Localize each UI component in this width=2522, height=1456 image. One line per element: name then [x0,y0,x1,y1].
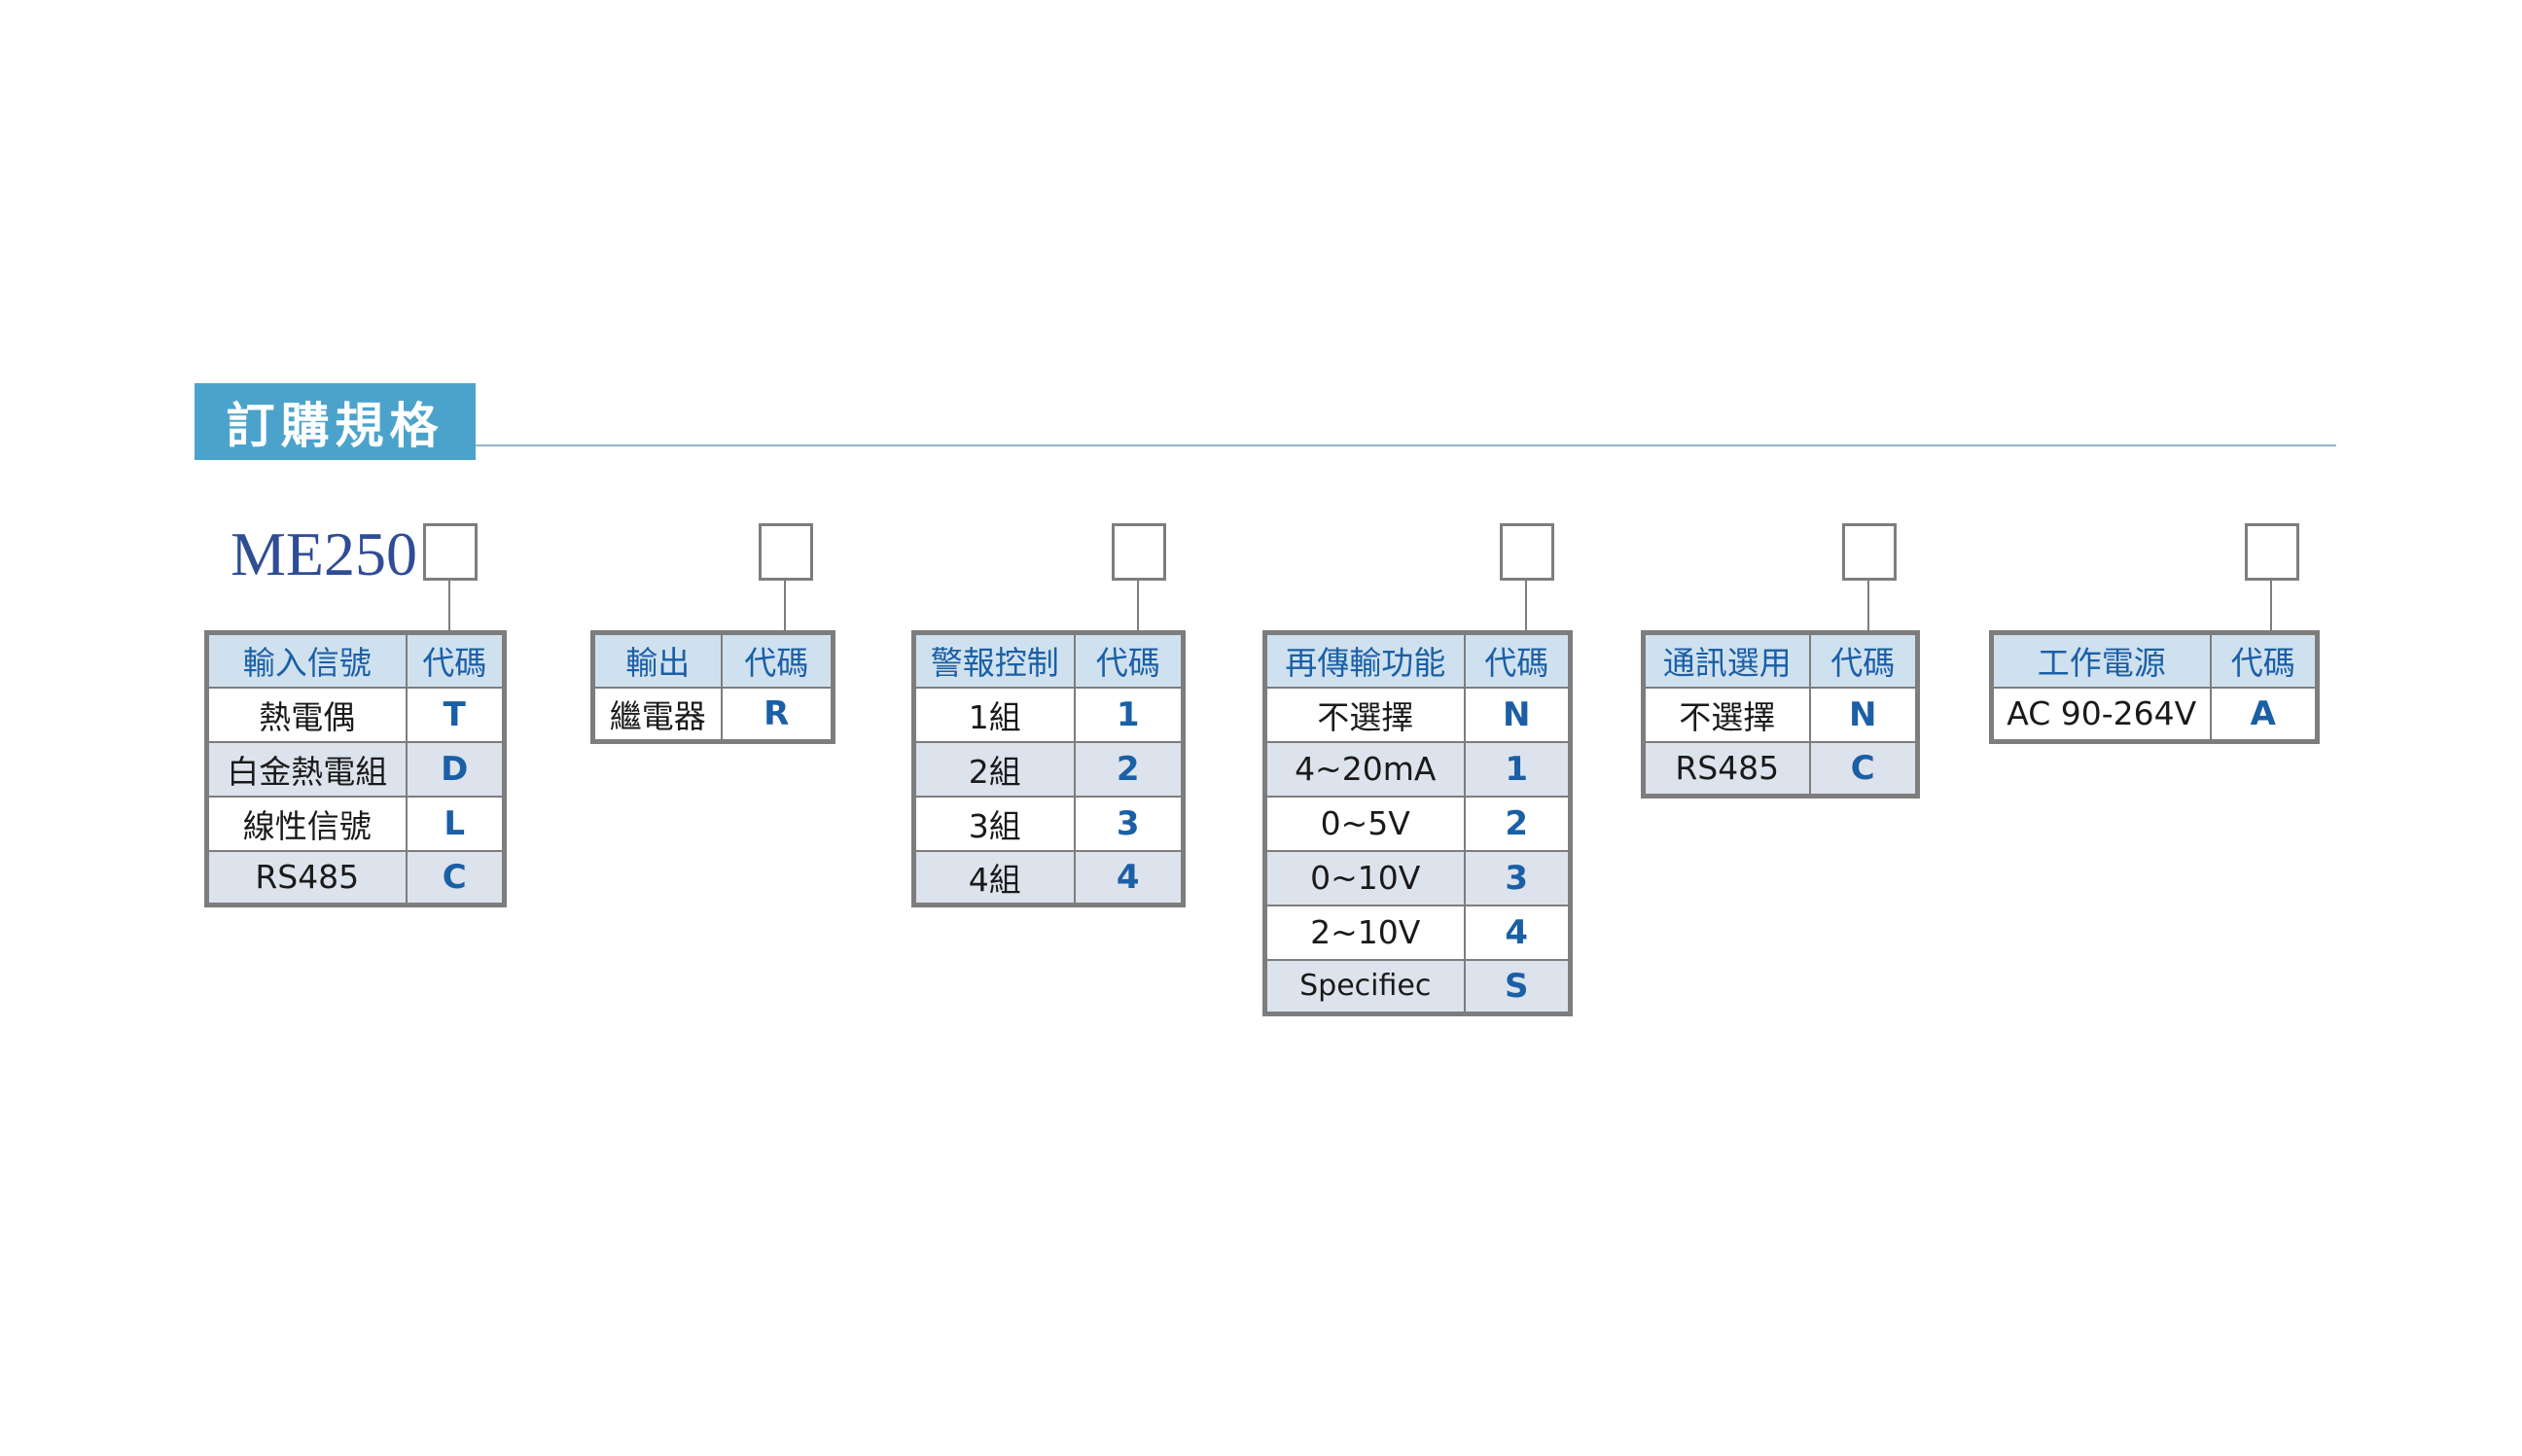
table-row: Specifiec S [1263,958,1572,1015]
table-row: 白金熱電組 D [205,740,506,798]
table-row: 不選擇 N [1263,686,1572,743]
option-label: 0~10V [1263,849,1466,906]
table-row: 0~5V 2 [1263,795,1572,852]
table-row: 不選擇 N [1642,686,1919,743]
option-code: R [720,686,835,743]
code-box-power [2245,523,2299,581]
connector-retransmission [1525,578,1527,630]
connector-communication [1867,578,1869,630]
table-row: RS485 C [205,849,506,906]
connector-input [448,578,450,630]
option-label: 3組 [912,795,1076,852]
header-output: 輸出 [591,631,723,689]
table-row: 4~20mA 1 [1263,740,1572,798]
table-retransmission: 再傳輸功能 代碼 不選擇 N 4~20mA 1 0~5V 2 0~10V 3 2… [1262,630,1573,1016]
option-code: 1 [1463,740,1572,798]
option-code: 4 [1073,849,1185,906]
table-row: 1組 1 [912,686,1185,743]
header-code: 代碼 [720,631,835,689]
option-code: 3 [1463,849,1572,906]
option-code: 1 [1073,686,1185,743]
header-code: 代碼 [1073,631,1185,689]
connector-power [2270,578,2272,630]
option-label: 不選擇 [1263,686,1466,743]
table-power-supply: 工作電源 代碼 AC 90-264V A [1989,630,2320,744]
option-code: 2 [1073,740,1185,798]
option-code: N [1808,686,1919,743]
option-code: 2 [1463,795,1572,852]
option-code: C [405,849,506,906]
table-row: 3組 3 [912,795,1185,852]
option-label: 1組 [912,686,1076,743]
option-label: 白金熱電組 [205,740,408,798]
option-label: 2組 [912,740,1076,798]
header-code: 代碼 [405,631,506,689]
header-power-supply: 工作電源 [1990,631,2212,689]
option-code: T [405,686,506,743]
option-label: 4組 [912,849,1076,906]
code-box-alarm [1112,523,1166,581]
code-box-input [423,523,478,581]
table-row: 0~10V 3 [1263,849,1572,906]
connector-output [784,578,786,630]
table-row: 繼電器 R [591,686,835,743]
table-row: AC 90-264V A [1990,686,2319,743]
option-label: Specifiec [1263,958,1466,1015]
code-box-output [759,523,813,581]
option-code: C [1808,740,1919,798]
option-label: 2~10V [1263,904,1466,961]
model-number: ME250 [231,519,417,588]
table-communication: 通訊選用 代碼 不選擇 N RS485 C [1641,630,1920,799]
header-retransmission: 再傳輸功能 [1263,631,1466,689]
option-code: 4 [1463,904,1572,961]
option-code: A [2209,686,2319,743]
option-label: 繼電器 [591,686,723,743]
section-heading: 訂購規格 [195,383,476,460]
option-label: 不選擇 [1642,686,1811,743]
header-code: 代碼 [2209,631,2319,689]
table-row: 4組 4 [912,849,1185,906]
option-label: AC 90-264V [1990,686,2212,743]
header-communication: 通訊選用 [1642,631,1811,689]
header-input-signal: 輸入信號 [205,631,408,689]
option-label: 線性信號 [205,795,408,852]
option-code: D [405,740,506,798]
connector-alarm [1137,578,1139,630]
table-row: 熱電偶 T [205,686,506,743]
option-code: S [1463,958,1572,1015]
table-row: 線性信號 L [205,795,506,852]
table-row: RS485 C [1642,740,1919,798]
option-label: 4~20mA [1263,740,1466,798]
table-row: 2組 2 [912,740,1185,798]
option-code: N [1463,686,1572,743]
option-code: 3 [1073,795,1185,852]
table-output: 輸出 代碼 繼電器 R [590,630,835,744]
table-row: 2~10V 4 [1263,904,1572,961]
option-label: RS485 [1642,740,1811,798]
option-code: L [405,795,506,852]
header-code: 代碼 [1463,631,1572,689]
option-label: RS485 [205,849,408,906]
option-label: 熱電偶 [205,686,408,743]
heading-rule [476,444,2336,446]
code-box-retransmission [1500,523,1554,581]
code-box-communication [1842,523,1897,581]
table-input-signal: 輸入信號 代碼 熱電偶 T 白金熱電組 D 線性信號 L RS485 C [204,630,507,907]
header-alarm-control: 警報控制 [912,631,1076,689]
header-code: 代碼 [1808,631,1919,689]
table-alarm-control: 警報控制 代碼 1組 1 2組 2 3組 3 4組 4 [911,630,1186,907]
option-label: 0~5V [1263,795,1466,852]
